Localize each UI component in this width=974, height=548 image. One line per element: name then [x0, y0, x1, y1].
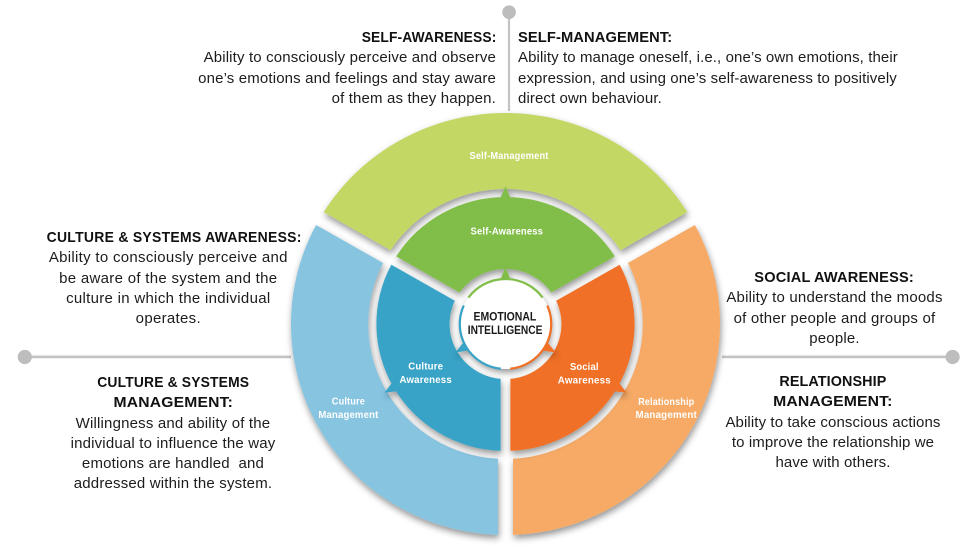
svg-text:Awareness: Awareness — [558, 375, 611, 387]
svg-text:Relationship: Relationship — [638, 396, 694, 408]
svg-text:INTELLIGENCE: INTELLIGENCE — [468, 323, 543, 337]
svg-text:Self-Awareness: Self-Awareness — [471, 226, 544, 238]
svg-text:Culture: Culture — [332, 396, 365, 408]
svg-text:Culture: Culture — [408, 361, 443, 373]
svg-text:Management: Management — [318, 409, 378, 421]
svg-text:Awareness: Awareness — [400, 374, 452, 386]
svg-text:Social: Social — [570, 361, 599, 373]
svg-text:Management: Management — [636, 409, 698, 421]
svg-text:EMOTIONAL: EMOTIONAL — [474, 309, 537, 323]
svg-text:Self-Management: Self-Management — [470, 150, 549, 162]
